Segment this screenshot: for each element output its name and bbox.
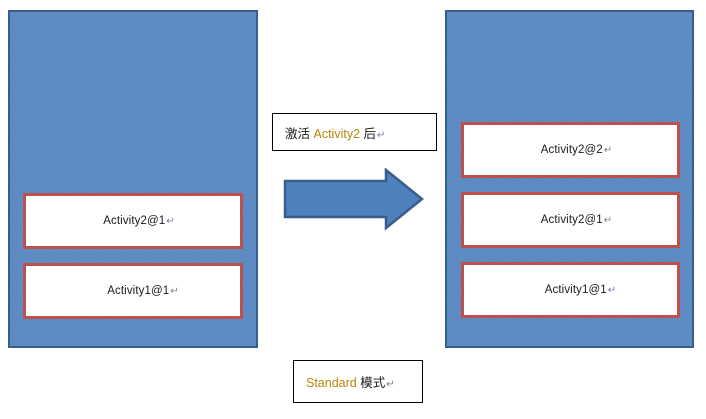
transition-caption-text: 激活 Activity2 后↵ (273, 123, 385, 142)
mode-caption-text: Standard 模式↵ (294, 372, 395, 391)
carriage-return-icon: ↵ (607, 285, 617, 296)
activity-box-right-1[interactable]: Activity2@1↵ (461, 192, 680, 248)
caption-emphasis: Activity2 (313, 126, 361, 141)
activity-box-left-0[interactable]: Activity2@1↵ (23, 193, 243, 249)
carriage-return-icon: ↵ (386, 379, 395, 390)
carriage-return-icon: ↵ (603, 215, 613, 226)
activity-box-right-0[interactable]: Activity2@2↵ (461, 122, 680, 178)
caption-suffix: 模式 (356, 376, 386, 390)
activity-box-left-1[interactable]: Activity1@1↵ (23, 263, 243, 319)
right-block-arrow-icon (283, 168, 424, 231)
before-task-stack: Activity2@1↵ Activity1@1↵ (8, 10, 258, 348)
carriage-return-icon: ↵ (377, 129, 386, 141)
activity-label: Activity2@1↵ (103, 215, 175, 227)
activity-box-right-2[interactable]: Activity1@1↵ (461, 262, 680, 318)
carriage-return-icon: ↵ (166, 216, 175, 227)
activity-label: Activity1@1↵ (544, 284, 617, 296)
activity-label: Activity2@1↵ (540, 214, 613, 226)
transition-caption-box: 激活 Activity2 后↵ (272, 113, 437, 151)
activity-label: Activity1@1↵ (107, 285, 179, 297)
carriage-return-icon: ↵ (603, 145, 613, 156)
caption-prefix: 激活 (285, 126, 314, 141)
right-block-arrow (283, 168, 425, 232)
after-task-stack: Activity2@2↵ Activity2@1↵ Activity1@1↵ (445, 10, 694, 348)
mode-caption-box: Standard 模式↵ (293, 360, 423, 403)
carriage-return-icon: ↵ (170, 286, 179, 297)
activity-label: Activity2@2↵ (540, 144, 613, 156)
caption-emphasis: Standard (306, 376, 357, 390)
caption-suffix: 后 (360, 126, 377, 141)
